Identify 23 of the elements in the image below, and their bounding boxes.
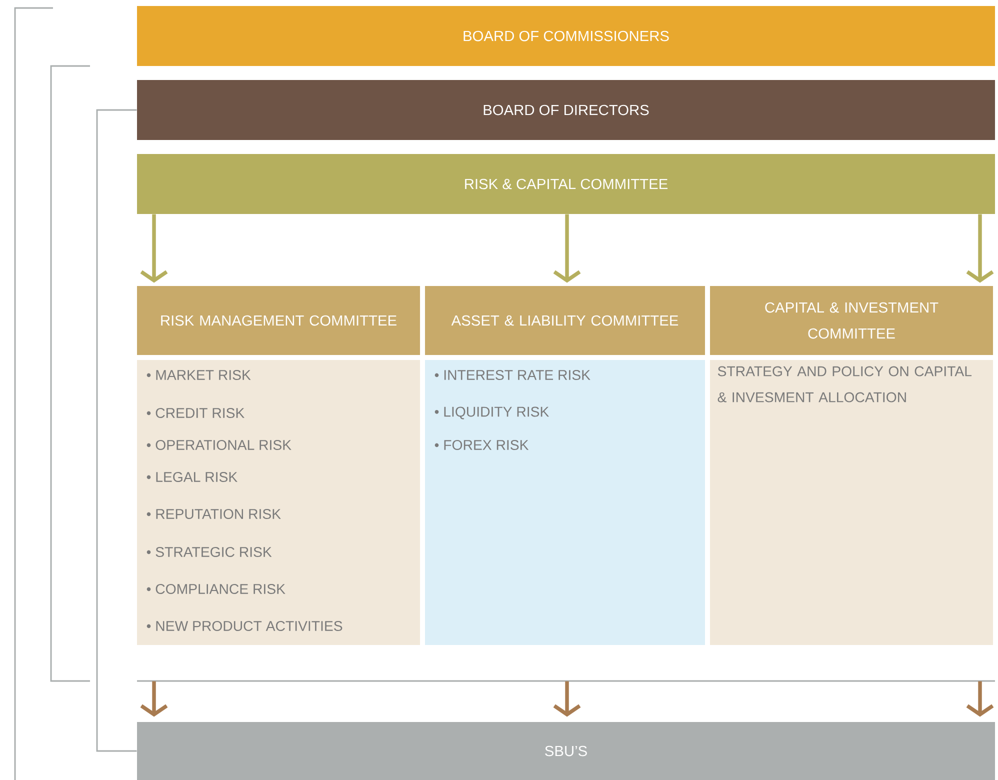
list-item: • CREDIT RISK — [146, 408, 244, 418]
list-item: • REPUTATION RISK — [146, 509, 281, 519]
arrow — [140, 214, 168, 283]
description-text: STRATEGY AND POLICY ON CAPITAL & INVESMENT ALLOCATION — [718, 366, 972, 402]
level-bar: BOARD OF DIRECTORS — [137, 80, 995, 140]
list-item: • INTEREST RATE RISK — [434, 370, 590, 380]
level-bar: BOARD OF COMMISSIONERS — [137, 6, 995, 66]
column-header: RISK MANAGEMENT COMMITTEE — [137, 286, 420, 355]
list-item: • COMPLIANCE RISK — [146, 584, 286, 594]
arrow — [553, 214, 581, 283]
column-header: ASSET & LIABILITY COMMITTEE — [425, 286, 705, 355]
arrow — [966, 214, 994, 283]
level-bar: RISK & CAPITAL COMMITTEE — [137, 154, 995, 214]
level-bar: SBU’S — [137, 722, 995, 780]
bracket-line — [96, 109, 137, 752]
list-item: • FOREX RISK — [434, 440, 529, 450]
column-header: CAPITAL & INVESTMENT COMMITTEE — [710, 286, 993, 355]
list-item: • OPERATIONAL RISK — [146, 440, 292, 450]
list-item: • LEGAL RISK — [146, 472, 238, 482]
list-item: • STRATEGIC RISK — [146, 547, 272, 557]
list-item: • LIQUIDITY RISK — [434, 406, 549, 420]
list-item: • NEW PRODUCT ACTIVITIES — [146, 621, 342, 631]
list-item: • MARKET RISK — [146, 370, 251, 380]
